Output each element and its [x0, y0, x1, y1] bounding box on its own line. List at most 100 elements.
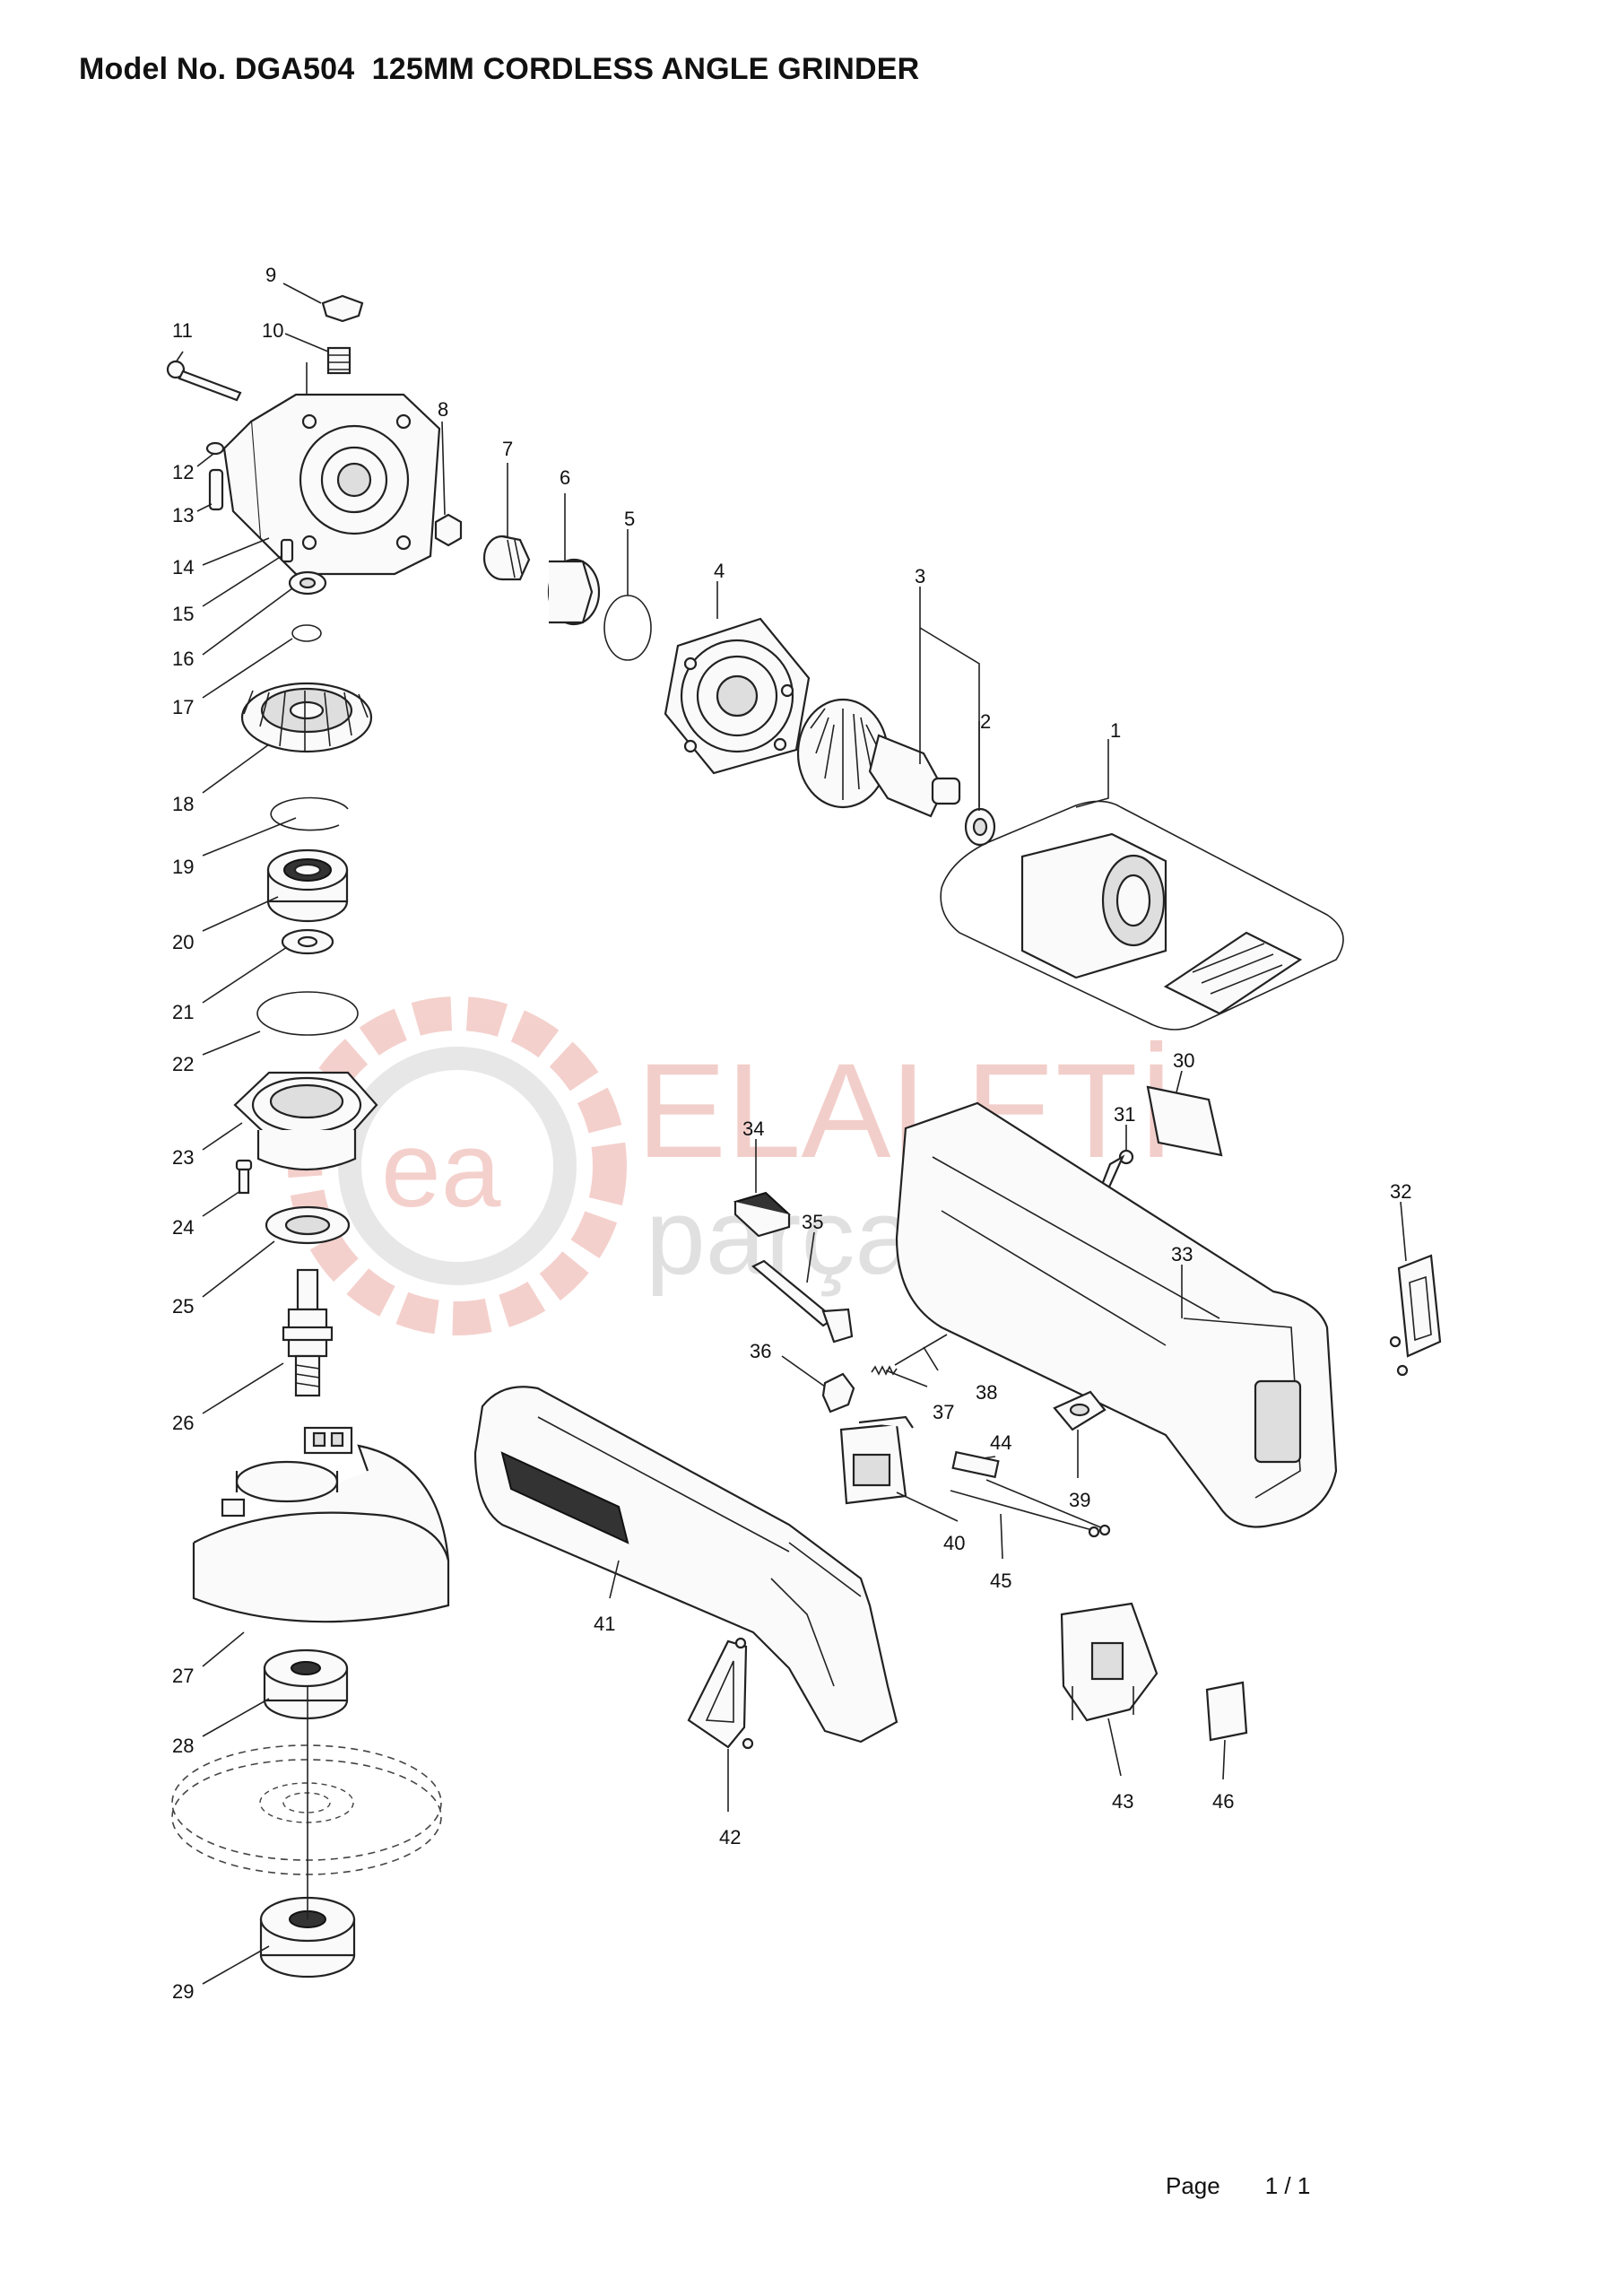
part-27-wheel-guard	[192, 1426, 450, 1623]
part-15-set-screw	[280, 538, 294, 563]
callout-20: 20	[172, 931, 194, 953]
callout-6: 6	[560, 466, 570, 489]
callout-41: 41	[594, 1613, 615, 1635]
part-30-label	[1146, 1085, 1223, 1157]
part-44-thermistor	[951, 1450, 1000, 1479]
part-23-bearing-box	[233, 1071, 378, 1171]
callout-46: 46	[1212, 1790, 1234, 1813]
callout-43: 43	[1112, 1790, 1133, 1813]
part-34-switch-lever	[733, 1191, 791, 1238]
callout-18: 18	[172, 793, 194, 815]
part-26-spindle	[282, 1268, 334, 1397]
callout-14: 14	[172, 556, 194, 578]
callout-22: 22	[172, 1053, 194, 1075]
part-45-lead-wire	[950, 1479, 1111, 1538]
part-17-retaining-ring	[291, 624, 322, 642]
callout-33: 33	[1171, 1243, 1193, 1265]
part-10-spring	[326, 346, 352, 375]
callout-8: 8	[438, 398, 448, 421]
callout-3: 3	[915, 565, 925, 587]
page-title: Model No. DGA504 125MM CORDLESS ANGLE GR…	[79, 52, 920, 86]
callout-32: 32	[1390, 1180, 1411, 1203]
part-11-screw	[166, 360, 242, 402]
callout-39: 39	[1069, 1489, 1090, 1511]
callout-37: 37	[933, 1401, 954, 1423]
callout-11: 11	[172, 319, 193, 342]
callout-9: 9	[265, 264, 276, 286]
grinding-wheel-dashed	[171, 1744, 442, 1875]
part-41-housing-l: makita	[473, 1386, 898, 1744]
part-25-labyrinth-ring	[265, 1205, 351, 1245]
callout-10: 10	[262, 319, 283, 342]
part-2-ball-bearing	[964, 807, 996, 847]
callout-23: 23	[172, 1146, 194, 1169]
part-32-hook-bracket	[1389, 1254, 1442, 1377]
callout-44: 44	[990, 1431, 1011, 1454]
part-35-slide-bar	[751, 1259, 854, 1344]
callout-21: 21	[172, 1001, 194, 1023]
part-40-controller	[839, 1415, 914, 1505]
part-6-ball-bearing	[547, 558, 601, 626]
part-16-needle-bearing	[288, 570, 327, 596]
page-indicator: Page 1 / 1	[1166, 2172, 1355, 2200]
part-28-inner-flange	[263, 1648, 349, 1720]
callout-45: 45	[990, 1570, 1011, 1592]
callout-30: 30	[1173, 1049, 1194, 1072]
part-8-nut	[434, 513, 463, 547]
callout-1: 1	[1110, 719, 1121, 742]
callout-27: 27	[172, 1665, 194, 1687]
watermark-logo: ea	[288, 996, 627, 1335]
part-9-lock-cap	[321, 294, 364, 323]
part-33-housing-r	[895, 1101, 1338, 1528]
watermark: ea ELALETİ parçaları	[288, 996, 1175, 1335]
callout-28: 28	[172, 1735, 194, 1757]
part-20-ball-bearing	[266, 848, 349, 923]
part-5-o-ring	[603, 595, 652, 661]
callout-19: 19	[172, 856, 194, 878]
part-14-gear-housing	[222, 393, 441, 576]
part-42-hook	[687, 1637, 754, 1750]
part-7-bevel-gear	[482, 535, 531, 581]
callout-24: 24	[172, 1216, 194, 1239]
callout-35: 35	[802, 1211, 823, 1233]
part-4-motor-flange	[664, 617, 811, 775]
part-36-switch-actuator	[821, 1372, 855, 1413]
part-13-pin	[208, 468, 224, 511]
part-19-retaining-ring	[270, 796, 349, 831]
callout-31: 31	[1114, 1103, 1135, 1126]
callout-29: 29	[172, 1980, 194, 2003]
callout-15: 15	[172, 603, 194, 625]
part-3-armature	[796, 698, 961, 818]
callout-16: 16	[172, 648, 194, 670]
part-18-spiral-bevel-gear	[240, 682, 373, 753]
callout-34: 34	[742, 1118, 764, 1140]
part-21-flat-washer	[281, 928, 334, 955]
leader-lines	[175, 283, 1407, 1985]
part-12-o-ring	[205, 441, 225, 456]
callout-25: 25	[172, 1295, 194, 1318]
callout-numbers: 1 2 3 4 5 6 7 8 9 10 11 12 13 14 15 16 1…	[172, 264, 1411, 2003]
callout-40: 40	[943, 1532, 965, 1554]
part-22-o-ring	[256, 991, 359, 1036]
callout-4: 4	[714, 560, 725, 582]
callout-17: 17	[172, 696, 194, 718]
callout-13: 13	[172, 504, 194, 526]
page-number: 1 / 1	[1264, 2172, 1311, 2199]
part-39-lamp-circuit	[1053, 1390, 1107, 1431]
watermark-logo-text: ea	[381, 1109, 501, 1230]
callout-5: 5	[624, 508, 635, 530]
part-43-terminal	[1060, 1602, 1159, 1722]
part-24-screw	[235, 1159, 253, 1195]
part-38-rod	[894, 1334, 948, 1366]
callout-12: 12	[172, 461, 194, 483]
callout-36: 36	[750, 1340, 771, 1362]
part-46-name-plate	[1205, 1681, 1248, 1742]
callout-42: 42	[719, 1826, 741, 1848]
page-label: Page	[1166, 2172, 1220, 2199]
part-1-motor-assembly	[940, 800, 1344, 1031]
callout-26: 26	[172, 1412, 194, 1434]
callout-2: 2	[980, 710, 991, 733]
callout-7: 7	[502, 438, 513, 460]
callout-38: 38	[976, 1381, 997, 1404]
